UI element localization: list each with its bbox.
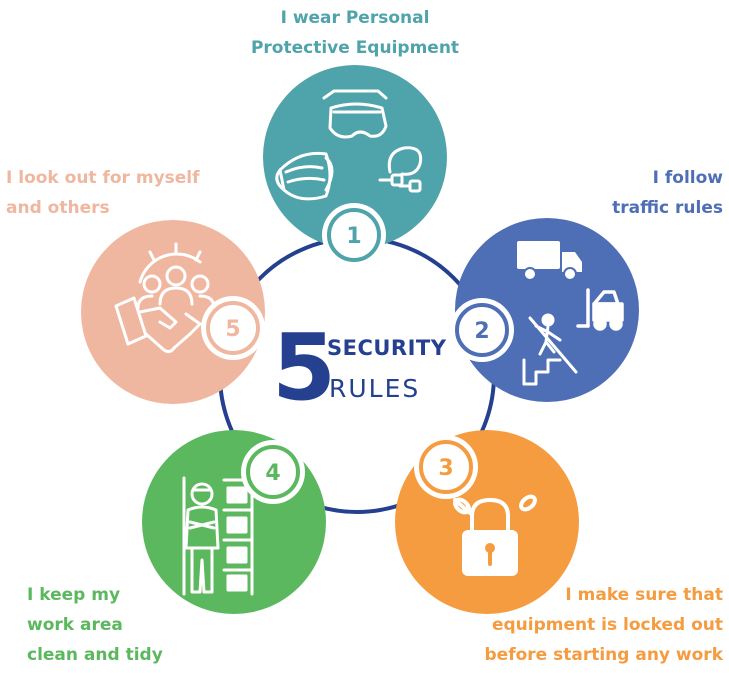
earplugs-icon: [378, 146, 423, 193]
delivery-truck-icon: [517, 241, 582, 281]
rule-4-badge: [241, 440, 305, 504]
rule-4-caption-line: clean and tidy: [27, 645, 163, 665]
rule-3-number: 3: [438, 456, 453, 481]
rule-5-node: 5: [81, 220, 265, 404]
rule-5-badge: [201, 296, 265, 360]
rule-2-circle: [455, 218, 639, 402]
rule-3-badge-ring: [419, 440, 473, 494]
rule-5-circle: [81, 220, 265, 404]
padlock-chain-icon: [453, 494, 537, 576]
rule-1-caption-line: Protective Equipment: [250, 38, 460, 58]
rule-2-node: 2: [450, 218, 639, 402]
rule-4-caption-line: I keep my: [27, 585, 121, 605]
rule-3-badge: [414, 435, 478, 499]
rule-3-caption-line: equipment is locked out: [491, 615, 723, 635]
worker-shelves-icon: [182, 472, 254, 596]
rule-1-caption: I wear Personal Protective Equipment: [238, 3, 472, 63]
rule-1-circle: [263, 65, 447, 249]
rule-1-node: 1: [263, 65, 447, 267]
center-title-security: SECURITY: [327, 336, 447, 360]
rule-3-caption-line: before starting any work: [484, 645, 724, 665]
face-mask-icon: [275, 151, 334, 201]
rule-2-number: 2: [474, 319, 489, 344]
rule-5-caption: I look out for myself and others: [6, 163, 200, 223]
rule-5-caption-line: and others: [6, 198, 110, 218]
rule-2-badge-ring: [455, 303, 509, 357]
rule-5-caption-line: I look out for myself: [6, 168, 200, 188]
center-title-rules: RULES: [329, 374, 421, 403]
rule-2-caption-line: traffic rules: [612, 198, 723, 218]
rule-1-badge-ring: [327, 208, 381, 262]
safety-goggles-icon: [322, 89, 388, 139]
rule-3-caption-line: I make sure that: [565, 585, 723, 605]
rule-2-caption-line: I follow: [652, 168, 723, 188]
rule-4-number: 4: [265, 461, 280, 486]
team-gear-handshake-icon: [114, 242, 216, 354]
rule-3-node: 3: [395, 430, 579, 614]
rule-4-badge-ring: [246, 445, 300, 499]
rule-2-badge: [450, 298, 514, 362]
rule-1-caption-line: I wear Personal: [280, 8, 430, 28]
rule-4-caption: I keep my work area clean and tidy: [27, 580, 163, 670]
rule-1-badge: [322, 203, 386, 267]
forklift-icon: [576, 288, 624, 331]
rule-5-number: 5: [225, 317, 240, 342]
center-number: 5: [272, 314, 337, 421]
rule-1-number: 1: [346, 224, 361, 249]
rule-2-caption: I follow traffic rules: [612, 163, 723, 223]
rule-4-caption-line: work area: [27, 615, 123, 635]
rule-4-node: 4: [142, 430, 326, 614]
rule-5-badge-ring: [206, 301, 260, 355]
rule-3-caption: I make sure that equipment is locked out…: [485, 580, 724, 670]
person-on-stairs-icon: [522, 313, 578, 386]
